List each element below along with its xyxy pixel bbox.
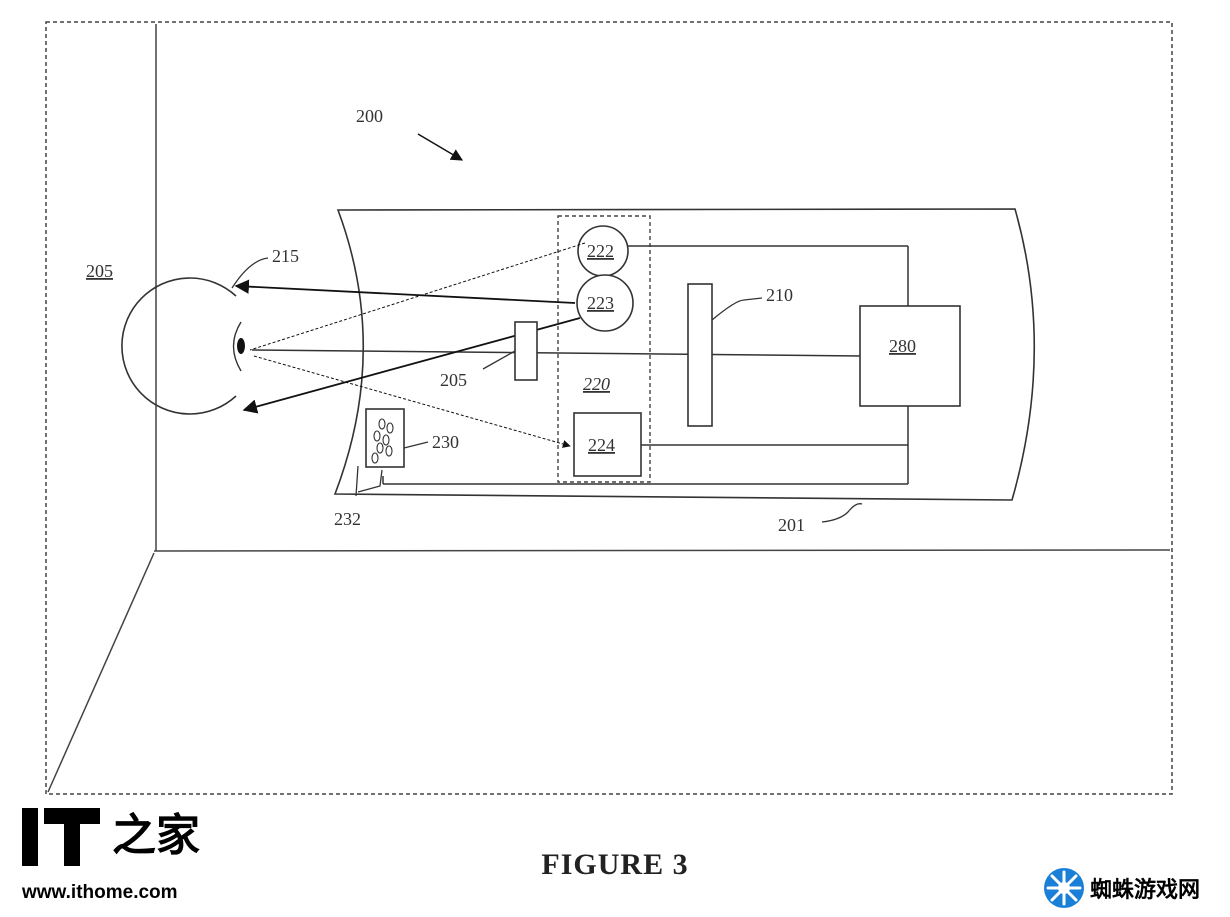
label-222: 222: [587, 241, 614, 261]
outer-dashed-frame: [45, 21, 1173, 795]
label-220: 220: [583, 374, 610, 394]
spider-watermark-text: 蜘蛛游戏网: [1090, 878, 1201, 903]
leader-201: [821, 503, 863, 523]
leader-232: [355, 465, 383, 497]
ithome-logo-glyph: 之家: [112, 810, 200, 861]
label-215: 215: [272, 246, 299, 266]
ithome-watermark: 之家 www.ithome.com: [22, 808, 202, 908]
component-230: [365, 408, 405, 468]
arrow-200: [417, 133, 464, 161]
eye-leader-215: [231, 257, 269, 289]
display-210: [687, 283, 713, 427]
label-lens-205: 205: [440, 370, 467, 390]
box-224: [573, 412, 642, 477]
leader-210: [711, 297, 763, 321]
housing-outline: [333, 208, 1036, 501]
leader-230: [403, 441, 429, 449]
circle-223: [576, 274, 634, 332]
label-230: 230: [432, 432, 459, 452]
label-201: 201: [778, 515, 805, 535]
label-eye-205: 205: [86, 261, 113, 281]
ithome-logo-icon: [22, 808, 100, 866]
box-280: [859, 305, 961, 407]
figure-caption: FIGURE 3: [541, 848, 689, 881]
dashed-group-220: [557, 215, 651, 483]
spider-watermark: 蜘蛛游戏网: [1042, 866, 1222, 912]
lens-205: [514, 321, 538, 381]
leader-205: [482, 350, 516, 370]
label-210: 210: [766, 285, 793, 305]
label-232: 232: [334, 509, 361, 529]
ithome-url: www.ithome.com: [22, 882, 178, 903]
eye: [121, 277, 245, 415]
label-system-200: 200: [356, 106, 383, 126]
spider-logo-icon: [1044, 868, 1084, 908]
room-perspective-lines: [47, 24, 1171, 793]
label-223: 223: [587, 293, 614, 313]
label-224: 224: [588, 435, 615, 455]
wiring: [251, 245, 909, 485]
label-280: 280: [889, 336, 916, 356]
